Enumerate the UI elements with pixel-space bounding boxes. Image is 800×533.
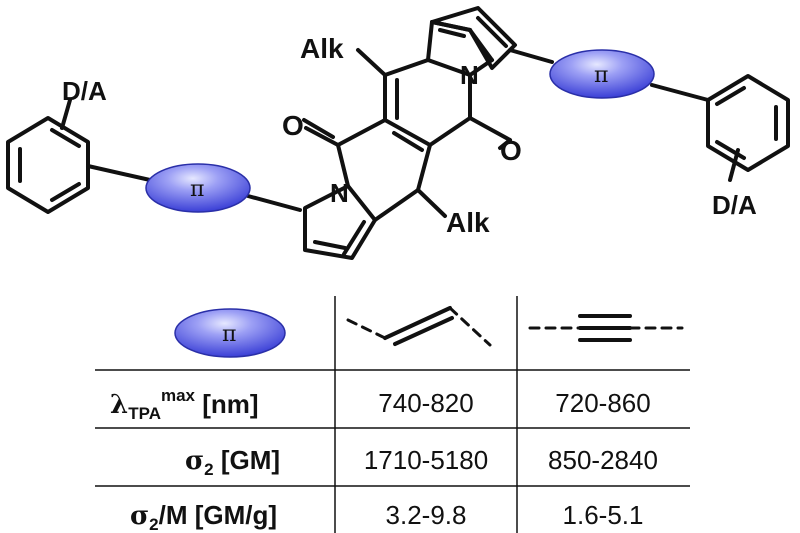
top-alkyl-label: Alk	[300, 33, 344, 64]
alkyne-icon	[528, 314, 684, 342]
alkene-lambda-value: 740-820	[378, 388, 473, 418]
row-label-lambda: λTPAmax [nm]	[110, 386, 259, 423]
left-donor-acceptor-label: D/A	[62, 76, 107, 106]
row-label-sigma2: σ2 [GM]	[185, 445, 280, 479]
alkyne-sigma2-per-mass-value: 1.6-5.1	[563, 500, 644, 530]
properties-table: π λTPAmax [nm] 740-820 720-860 σ2 [GM] 1…	[95, 296, 690, 533]
right-pi-bridge-icon: π	[549, 49, 655, 99]
chemical-structure: D/A π	[6, 6, 790, 260]
right-aryl-bond	[650, 83, 710, 102]
right-benzene-ring	[706, 74, 790, 182]
left-bridge-bond	[246, 194, 302, 212]
right-donor-acceptor-label: D/A	[712, 190, 757, 220]
left-aryl-bond	[86, 164, 152, 182]
right-bridge-bond	[508, 48, 554, 64]
left-benzene-ring	[6, 98, 90, 214]
svg-text:π: π	[190, 177, 204, 202]
alkyne-lambda-value: 720-860	[555, 388, 650, 418]
right-carbonyl-oxygen: O	[500, 135, 522, 166]
svg-text:π: π	[222, 322, 236, 347]
table-row-sigma2-per-mass: σ2/M [GM/g] 3.2-9.8 1.6-5.1	[130, 500, 643, 533]
left-nitrogen: N	[330, 178, 349, 208]
left-pi-bridge-icon: π	[145, 163, 251, 213]
row-label-sigma2-per-mass: σ2/M [GM/g]	[130, 500, 277, 533]
alkene-sigma2-per-mass-value: 3.2-9.8	[386, 500, 467, 530]
trans-alkene-icon	[346, 306, 492, 347]
svg-text:π: π	[594, 63, 608, 88]
table-row-lambda: λTPAmax [nm] 740-820 720-860	[110, 386, 651, 423]
right-nitrogen: N	[460, 60, 479, 90]
left-carbonyl-oxygen: O	[282, 110, 304, 141]
bottom-alkyl-label: Alk	[446, 207, 490, 238]
right-pyrrole-ring	[430, 6, 517, 70]
left-pyrrole-ring	[303, 184, 377, 260]
table-row-sigma2: σ2 [GM] 1710-5180 850-2840	[185, 445, 658, 479]
alkene-sigma2-value: 1710-5180	[364, 445, 488, 475]
alkyne-sigma2-value: 850-2840	[548, 445, 658, 475]
header-pi-bridge-icon: π	[174, 308, 286, 358]
